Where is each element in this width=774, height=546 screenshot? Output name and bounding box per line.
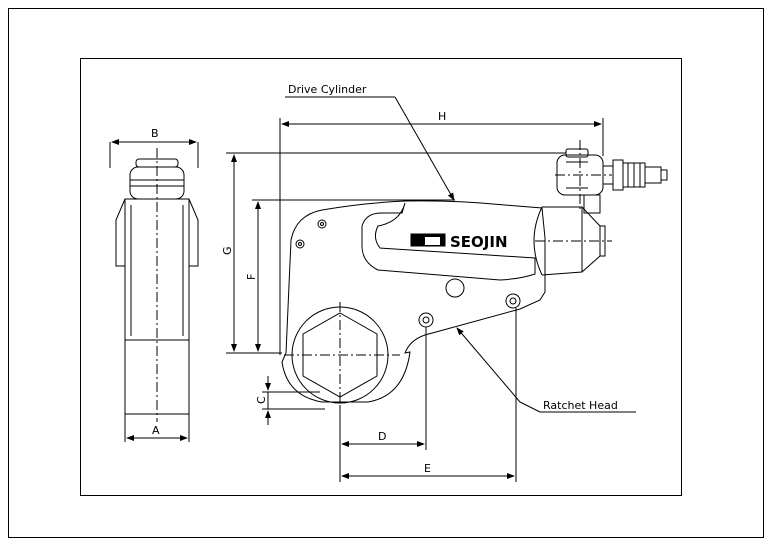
cylinder-end-cap (599, 225, 606, 257)
ratchet-head-leader (456, 327, 521, 403)
dim-g-label: G (221, 246, 234, 255)
brand-text: SEOJIN (450, 233, 508, 251)
dimensions (226, 118, 604, 482)
drawing-border (80, 58, 682, 496)
dim-d-label: D (378, 430, 386, 443)
drive-cylinder-label: Drive Cylinder (288, 83, 367, 96)
tool-body-outline (281, 200, 546, 403)
dim-h-label: H (438, 110, 446, 123)
front-view (281, 140, 668, 414)
outer-frame (8, 8, 764, 538)
body-panel (361, 202, 536, 281)
ratchet-head-label: Ratchet Head (543, 399, 618, 412)
screw-2 (295, 239, 305, 249)
dim-a-label: A (152, 424, 160, 437)
dim-e-label: E (424, 462, 431, 475)
dim-b-label: B (151, 127, 159, 140)
dim-c-label: C (255, 396, 268, 404)
leaders (285, 96, 636, 413)
side-view (109, 139, 199, 442)
pivot-hole (445, 278, 465, 298)
pin-left (418, 312, 434, 328)
screw-1 (317, 219, 327, 229)
drive-cylinder-leader (394, 96, 455, 201)
pin-right (505, 293, 521, 309)
dim-f-label: F (245, 274, 258, 280)
